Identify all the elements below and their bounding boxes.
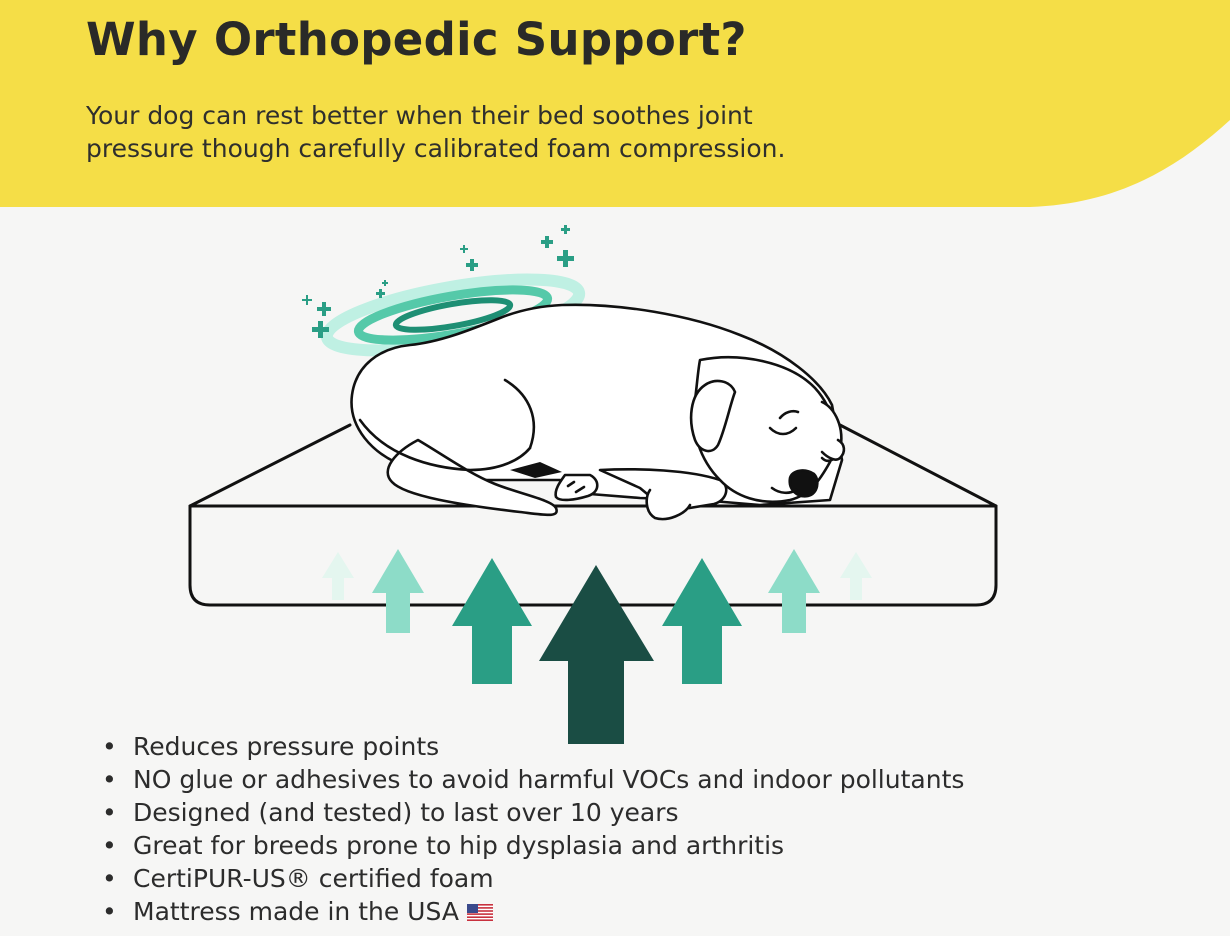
sleeping-dog-icon (350, 303, 846, 521)
list-item: • NO glue or adhesives to avoid harmful V… (100, 763, 964, 796)
bullet: • (102, 831, 117, 860)
benefits-list: • Reduces pressure points • NO glue or adh… (100, 730, 964, 928)
bullet: • (102, 798, 117, 827)
us-flag-icon (466, 904, 493, 921)
list-item: • CertiPUR-US® certified foam (100, 862, 964, 895)
benefit-text: Designed (and tested) to last over 10 ye… (133, 798, 679, 827)
benefit-text: Great for breeds prone to hip dysplasia … (133, 831, 785, 860)
bullet: • (102, 864, 117, 893)
support-arrow-icon (372, 549, 424, 633)
list-item: • Designed (and tested) to last over 10 y… (100, 796, 964, 829)
support-arrow-icon (662, 558, 742, 684)
benefit-text: NO glue or adhesives to avoid harmful VO… (133, 765, 965, 794)
benefit-text: Reduces pressure points (133, 732, 440, 761)
list-item: • Great for breeds prone to hip dysplasia… (100, 829, 964, 862)
benefit-text: Mattress made in the USA (133, 897, 459, 926)
support-arrow-icon (452, 558, 532, 684)
subtitle-line-2: pressure though carefully calibrated foa… (86, 134, 786, 163)
support-arrow-icon (768, 549, 820, 633)
bullet: • (102, 732, 117, 761)
page-subtitle: Your dog can rest better when their bed … (86, 99, 986, 165)
support-arrow-icon (840, 552, 872, 600)
bullet: • (102, 765, 117, 794)
subtitle-line-1: Your dog can rest better when their bed … (86, 101, 753, 130)
benefit-text: CertiPUR-US® certified foam (133, 864, 494, 893)
support-arrow-icon (539, 565, 654, 744)
list-item: • Mattress made in the USA (100, 895, 964, 928)
support-arrow-icon (322, 552, 354, 600)
bullet: • (102, 897, 117, 926)
list-item: • Reduces pressure points (100, 730, 964, 763)
sparkle-plus-icon (302, 225, 574, 338)
header-background (0, 0, 1230, 207)
support-arrows (322, 549, 872, 744)
page-title: Why Orthopedic Support? (86, 13, 747, 66)
